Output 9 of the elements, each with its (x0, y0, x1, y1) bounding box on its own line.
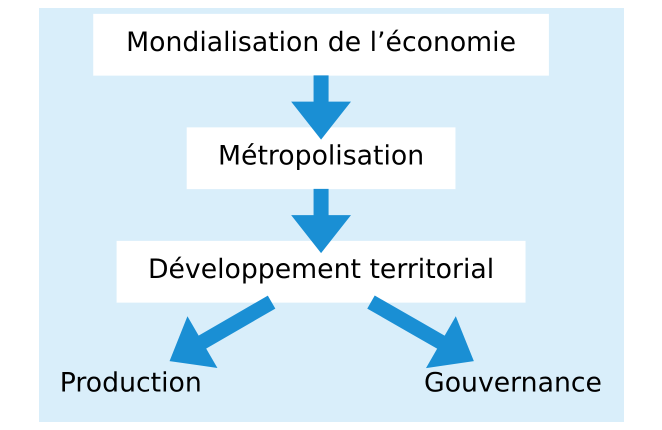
arrow (366, 296, 474, 368)
node-text: Gouvernance (424, 368, 602, 399)
arrow (290, 75, 350, 140)
node-box: Développement territorial (116, 240, 526, 303)
node-text: Production (59, 368, 202, 399)
arrow (169, 296, 275, 368)
node-box: Mondialisation de l’économie (92, 14, 548, 76)
arrow (290, 188, 350, 254)
node-box: Métropolisation (186, 127, 455, 190)
